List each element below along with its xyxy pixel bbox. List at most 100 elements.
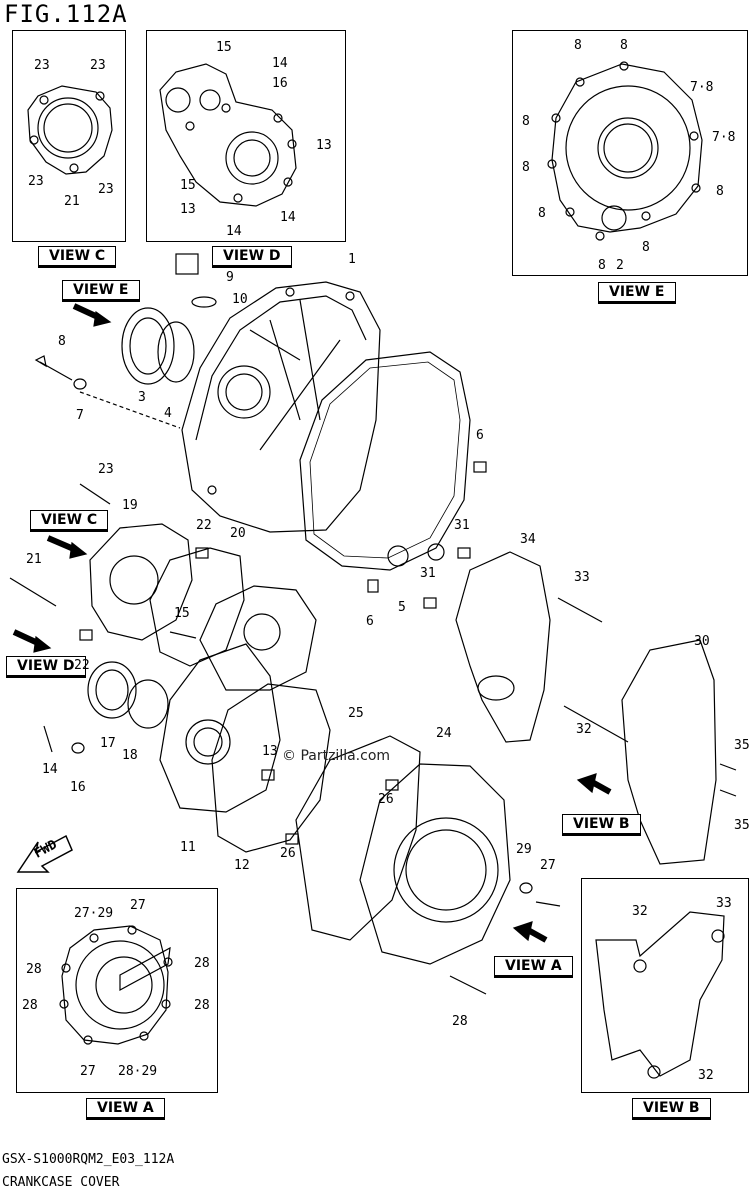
view-a-cover-drawing: [59, 925, 173, 1045]
callout: 11: [180, 840, 196, 855]
view-c-label: VIEW C: [38, 246, 117, 266]
callout: 28: [22, 998, 38, 1013]
washer-16: [71, 742, 85, 754]
callout: 13: [262, 744, 278, 759]
callout: 32: [576, 722, 592, 737]
view-a-label-main: VIEW A: [494, 956, 573, 976]
callout: 8: [716, 184, 724, 199]
callout: 23: [34, 58, 50, 73]
view-b-label: VIEW B: [632, 1098, 711, 1118]
callout: 31: [454, 518, 470, 533]
view-e-label: VIEW E: [598, 282, 676, 302]
watermark: © Partzilla.com: [282, 748, 391, 764]
bolt-14: [43, 725, 53, 753]
callout: 15: [180, 178, 196, 193]
cover-24: [359, 763, 511, 965]
callout: 14: [226, 224, 242, 239]
dowel-13: [261, 769, 275, 781]
figure-title: FIG.112A: [4, 0, 128, 28]
callout: 17: [100, 736, 116, 751]
callout: 13: [180, 202, 196, 217]
dowel-6: [473, 461, 487, 473]
bolt-32: [563, 705, 629, 743]
figure-name: CRANKCASE COVER: [2, 1175, 120, 1190]
callout: 9: [226, 270, 234, 285]
callout: 21: [26, 552, 42, 567]
view-b-inset: [581, 878, 749, 1093]
callout: 8: [620, 38, 628, 53]
callout: 32: [698, 1068, 714, 1083]
callout: 32: [632, 904, 648, 919]
callout: 7·8: [690, 80, 714, 95]
view-d-label: VIEW D: [212, 246, 292, 266]
callout: 23: [28, 174, 44, 189]
callout: 21: [64, 194, 80, 209]
callout: 5: [398, 600, 406, 615]
view-d-inset: [146, 30, 346, 242]
cover-11: [159, 643, 281, 813]
view-c-cover-drawing: [27, 85, 113, 175]
view-b-label-main: VIEW B: [562, 814, 641, 834]
washer-29: [519, 882, 533, 894]
figure-code: GSX-S1000RQM2_E03_112A: [2, 1152, 175, 1167]
dowel-22b: [79, 629, 93, 641]
callout: 14: [42, 762, 58, 777]
dowel-26b: [385, 779, 399, 791]
view-c-inset: [12, 30, 126, 242]
callout: 25: [348, 706, 364, 721]
callout: 19: [122, 498, 138, 513]
callout: 14: [280, 210, 296, 225]
callout: 15: [174, 606, 190, 621]
callout: 8: [574, 38, 582, 53]
bolt-33: [557, 597, 603, 623]
callout: 27·29: [74, 906, 114, 921]
view-e-inset: [512, 30, 748, 276]
o-ring-4: [157, 321, 195, 383]
callout: 22: [196, 518, 212, 533]
callout: 28: [26, 962, 42, 977]
callout: 12: [234, 858, 250, 873]
dowel-26: [285, 833, 299, 845]
gasket-25: [295, 735, 421, 941]
view-e-cover-drawing: [547, 61, 703, 241]
callout: 3: [138, 390, 146, 405]
callout: 24: [436, 726, 452, 741]
crankcase-cover-1: [181, 281, 381, 533]
dowel-31: [457, 547, 471, 559]
dowel-31b: [423, 597, 437, 609]
callout: 30: [694, 634, 710, 649]
bolt-23: [79, 483, 111, 505]
callout: 2: [616, 258, 624, 273]
callout: 16: [70, 780, 86, 795]
callout: 8: [522, 114, 530, 129]
callout: 28: [194, 956, 210, 971]
callout: 10: [232, 292, 248, 307]
callout: 7·8: [712, 130, 736, 145]
callout: 15: [216, 40, 232, 55]
callout: 8: [58, 334, 66, 349]
callout: 34: [520, 532, 536, 547]
seal-17: [87, 661, 137, 719]
view-c-label-main: VIEW C: [30, 510, 109, 530]
dowel-6b: [367, 579, 379, 593]
callout: 29: [516, 842, 532, 857]
callout: 20: [230, 526, 246, 541]
callout: 28: [452, 1014, 468, 1029]
view-d-cover-drawing: [159, 63, 297, 207]
callout: 23: [98, 182, 114, 197]
callout: 22: [74, 658, 90, 673]
view-d-label-main: VIEW D: [6, 656, 86, 676]
callout: 13: [316, 138, 332, 153]
gasket-20: [149, 547, 245, 667]
callout: 33: [574, 570, 590, 585]
fwd-arrow: [16, 834, 73, 873]
callout: 14: [272, 56, 288, 71]
view-b-bracket-drawing: [595, 911, 725, 1079]
callout: 31: [420, 566, 436, 581]
view-e-label-main: VIEW E: [62, 280, 140, 300]
seal-3: [121, 307, 175, 385]
bolt-8: [34, 355, 73, 381]
bolt-15: [169, 631, 197, 639]
callout: 6: [476, 428, 484, 443]
callout: 23: [98, 462, 114, 477]
